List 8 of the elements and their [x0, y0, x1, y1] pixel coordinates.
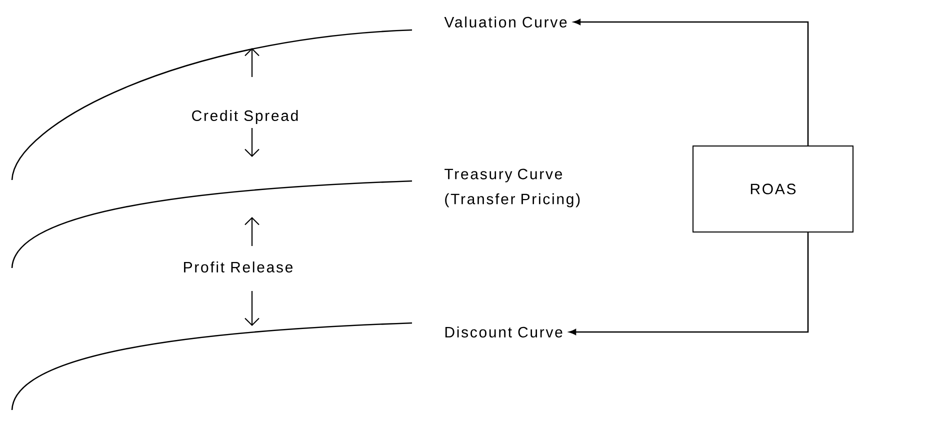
measure-label: Credit Spread	[192, 110, 298, 124]
process-box: ROAS	[692, 146, 854, 232]
curve-label: Discount Curve	[445, 326, 562, 338]
arrow	[574, 19, 809, 146]
arrow	[569, 232, 809, 335]
curve-label: Valuation Curve	[444, 16, 567, 28]
curve-label: Treasury Curve (Transfer Pricing)	[444, 168, 580, 208]
measure-label: Profit Release	[184, 261, 293, 272]
